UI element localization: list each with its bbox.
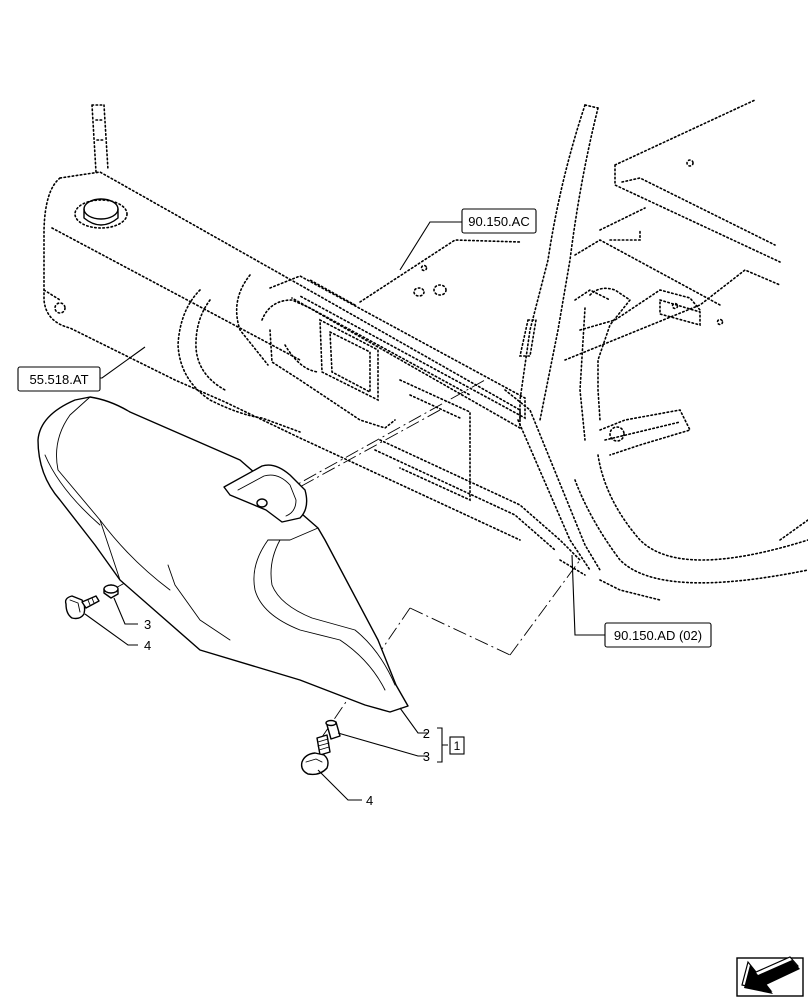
kit-number-box: 1	[449, 736, 465, 755]
ref-box-top[interactable]: 90.150.AC	[461, 208, 537, 234]
ref-label-left: 55.518.AT	[29, 372, 88, 387]
ref-box-left[interactable]: 55.518.AT	[17, 366, 101, 392]
spacer-left	[103, 584, 119, 599]
ref-label-right: 90.150.AD (02)	[614, 628, 702, 643]
kit-number: 1	[454, 739, 461, 753]
callout-3-left: 3	[144, 617, 151, 632]
cab-frame-background	[43, 99, 808, 601]
callouts: 3 4 2 3 4	[144, 617, 430, 808]
callout-4-left: 4	[144, 638, 151, 653]
ref-label-top: 90.150.AC	[468, 214, 529, 229]
spacer-bottom	[325, 719, 341, 740]
navigation-arrow-icon[interactable]	[736, 956, 804, 997]
screw-left	[64, 595, 100, 620]
callout-4-bottom: 4	[366, 793, 373, 808]
guard-panel	[37, 396, 409, 713]
callout-2: 2	[423, 726, 430, 741]
callout-3-kit: 3	[423, 749, 430, 764]
screw-bottom	[300, 734, 331, 776]
leader-lines	[57, 221, 605, 801]
ref-box-right[interactable]: 90.150.AD (02)	[604, 622, 712, 648]
